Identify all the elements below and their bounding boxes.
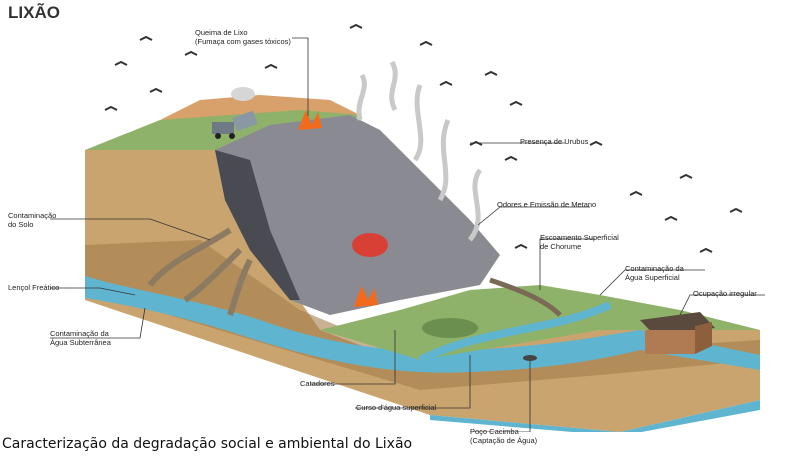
- label-queima-lixo: Queima de Lixo (Fumaça com gases tóxicos…: [195, 28, 291, 46]
- smoke-plume: [356, 60, 483, 242]
- pond: [422, 318, 478, 338]
- chorume-runoff: [489, 277, 562, 317]
- label-ocupacao-irregular: Ocupação irregular: [693, 289, 757, 298]
- label-contaminacao-agua-superficial: Contaminação da Água Superficial: [625, 264, 684, 282]
- surface-stream: [418, 301, 612, 364]
- label-contaminacao-agua-subterranea: Contaminação da Água Subterrânea: [50, 329, 111, 347]
- label-contaminacao-solo: Contaminação do Solo: [8, 211, 57, 229]
- bottom-water-stripe: [430, 400, 760, 432]
- hill-crest: [160, 95, 360, 120]
- diagram-caption: Caracterização da degradação social e am…: [2, 436, 413, 452]
- label-presenca-urubus: Presença de Urubus: [520, 137, 589, 146]
- dump-dust-cloud: [231, 87, 255, 101]
- label-leader-lines: [50, 37, 765, 432]
- chorume-stain: [352, 233, 388, 257]
- landfill-diagram: [50, 23, 765, 432]
- vulture-icons: [104, 23, 743, 253]
- water-table: [85, 276, 760, 373]
- fire-icon: [298, 110, 378, 307]
- soil-contamination: [147, 227, 253, 316]
- garbage-dark-edge: [215, 150, 300, 300]
- garbage-mound: [215, 115, 500, 315]
- house-icon: [640, 312, 715, 354]
- label-curso-agua-superficial: Curso d'água superficial: [356, 403, 437, 412]
- label-escoamento-chorume: Escoamento Superficial de Chorume: [540, 233, 619, 251]
- label-lencol-freatico: Lençol Freático: [8, 283, 60, 292]
- diagram-title: LIXÃO: [8, 3, 60, 22]
- label-poco-cacimba: Poço Cacimba (Captação de Água): [470, 427, 538, 445]
- garbage-truck-icon: [212, 110, 258, 139]
- label-odores-metano: Odores e Emissão de Metano: [497, 200, 597, 209]
- well-icon: [523, 355, 537, 361]
- label-catadores: Catadores: [300, 379, 335, 388]
